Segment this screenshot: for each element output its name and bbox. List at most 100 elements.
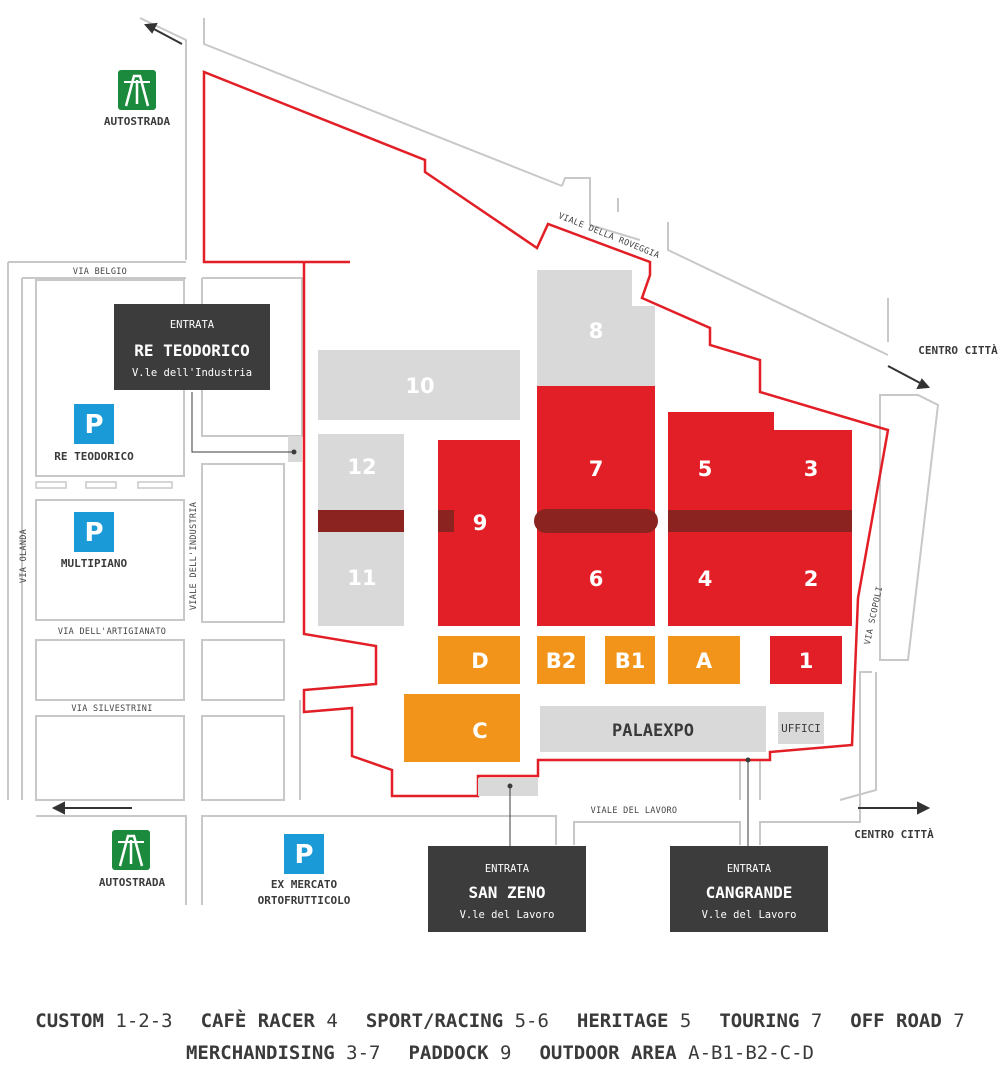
svg-text:P: P — [294, 840, 313, 870]
hall-10[interactable] — [318, 350, 520, 420]
legend-item: OFF ROAD 7 — [850, 1010, 964, 1032]
legend-category: CUSTOM — [35, 1010, 104, 1032]
legend-category: CAFÈ RACER — [200, 1010, 315, 1032]
entrance-dots — [291, 449, 751, 789]
legend-halls: A-B1-B2-C-D — [676, 1042, 814, 1064]
hall-9[interactable] — [438, 440, 520, 626]
road-label-artigianato: VIA DELL'ARTIGIANATO — [58, 627, 166, 637]
legend-category: SPORT/RACING — [365, 1010, 504, 1032]
entrance-sanzeno-street: V.le del Lavoro — [460, 909, 555, 921]
hall-7-label: 7 — [589, 457, 604, 481]
legend-halls: 4 — [314, 1010, 338, 1032]
entrance-teodorico[interactable]: ENTRATA RE TEODORICO V.le dell'Industria — [114, 304, 270, 390]
entrance-sanzeno-label: ENTRATA — [485, 863, 530, 875]
legend-item: PADDOCK 9 — [408, 1042, 511, 1064]
hall-2-label: 2 — [804, 567, 819, 591]
hall-1[interactable] — [770, 636, 842, 684]
svg-text:P: P — [84, 518, 103, 548]
entrance-sanzeno-name: SAN ZENO — [468, 883, 545, 902]
road-label-roveggia: VIALE DELLA ROVEGGIA — [557, 211, 661, 261]
hall-6-label: 6 — [589, 567, 604, 591]
road-label-silvestrini: VIA SILVESTRINI — [71, 704, 152, 714]
hall-8-label: 8 — [589, 319, 604, 343]
legend-item: HERITAGE 5 — [577, 1010, 691, 1032]
connecting-corridors — [318, 509, 852, 533]
hall-8[interactable] — [537, 270, 655, 386]
legend-item: SPORT/RACING 5-6 — [366, 1010, 549, 1032]
centro-citta-south-label: CENTRO CITTÀ — [854, 828, 934, 841]
road-label-olanda: VIA OLANDA — [19, 529, 29, 583]
legend-category: OFF ROAD — [850, 1010, 942, 1032]
highway-north[interactable]: AUTOSTRADA — [104, 70, 171, 128]
legend-halls: 5-6 — [503, 1010, 549, 1032]
hall-11-label: 11 — [347, 566, 376, 590]
entrance-stub-teodorico — [288, 436, 302, 462]
road-label-lavoro: VIALE DEL LAVORO — [591, 806, 678, 816]
hall-1-label: 1 — [799, 649, 814, 673]
parking-exmercato[interactable]: P EX MERCATO ORTOFRUTTICOLO — [258, 834, 351, 907]
parking-teodorico[interactable]: P RE TEODORICO — [54, 404, 134, 463]
outdoor-a-label: A — [696, 649, 713, 673]
hall-9-label: 9 — [473, 511, 488, 535]
legend-halls: 3-7 — [334, 1042, 381, 1064]
highway-north-label: AUTOSTRADA — [104, 115, 171, 128]
road-label-industria: VIALE DELL'INDUSTRIA — [189, 502, 199, 610]
centro-citta-north-label: CENTRO CITTÀ — [918, 344, 998, 357]
parking-icon — [74, 512, 114, 552]
legend-item: TOURING 7 — [719, 1010, 822, 1032]
highway-south[interactable]: AUTOSTRADA — [99, 830, 166, 889]
legend-item: CAFÈ RACER 4 — [201, 1010, 338, 1032]
hall-12-label: 12 — [347, 455, 376, 479]
palaexpo[interactable] — [540, 706, 766, 752]
legend-item: MERCHANDISING 3-7 — [186, 1042, 380, 1064]
legend-row-2: MERCHANDISING 3-7 PADDOCK 9 OUTDOOR AREA A… — [0, 1042, 1000, 1064]
road-label-belgio: VIA BELGIO — [73, 267, 127, 277]
parking-teodorico-label: RE TEODORICO — [54, 450, 134, 463]
palaexpo-label: PALAEXPO — [612, 721, 694, 741]
hall-10-label: 10 — [405, 374, 434, 398]
entrance-teodorico-street: V.le dell'Industria — [132, 367, 252, 379]
entrance-sanzeno[interactable]: ENTRATA SAN ZENO V.le del Lavoro — [428, 846, 586, 932]
outdoor-b2[interactable] — [537, 636, 585, 684]
legend-item: OUTDOOR AREA A-B1-B2-C-D — [539, 1042, 814, 1064]
road-label-scopoli: VIA SCOPOLI — [863, 585, 885, 645]
legend-halls: 5 — [668, 1010, 692, 1032]
hall-4-label: 4 — [698, 567, 713, 591]
entrance-teodorico-label: ENTRATA — [170, 319, 215, 331]
entrance-leaders — [191, 392, 749, 846]
outdoor-a[interactable] — [668, 636, 740, 684]
outdoor-d-label: D — [471, 649, 488, 673]
fair-map: 10 12 11 8 9 7 6 5 4 3 2 1 D B2 B1 A C P… — [7, 17, 998, 932]
hall-7-6[interactable] — [537, 386, 655, 626]
entrance-cangrande-label: ENTRATA — [727, 863, 772, 875]
legend-halls: 1-2-3 — [103, 1010, 173, 1032]
legend-category: PADDOCK — [408, 1042, 489, 1064]
uffici-label: UFFICI — [781, 722, 821, 735]
legend-item: CUSTOM 1-2-3 — [35, 1010, 172, 1032]
outdoor-c[interactable] — [404, 694, 520, 762]
parking-exmercato-label: EX MERCATO — [271, 878, 338, 891]
parking-icon — [284, 834, 324, 874]
hall-5-label: 5 — [698, 457, 713, 481]
outdoor-c-label: C — [472, 719, 487, 743]
outdoor-b1-label: B1 — [615, 649, 646, 673]
hall-3-label: 3 — [804, 457, 819, 481]
parking-multipiano[interactable]: P MULTIPIANO — [61, 512, 128, 570]
outdoor-b2-label: B2 — [546, 649, 577, 673]
parking-icon — [74, 404, 114, 444]
fairground-perimeter — [202, 70, 890, 798]
legend-row-1: CUSTOM 1-2-3 CAFÈ RACER 4 SPORT/RACING 5-6… — [0, 1010, 1000, 1032]
outdoor-b1[interactable] — [605, 636, 655, 684]
svg-text:P: P — [84, 410, 103, 440]
entrance-cangrande-name: CANGRANDE — [706, 883, 793, 902]
uffici[interactable] — [778, 712, 824, 744]
legend-category: TOURING — [719, 1010, 800, 1032]
entrance-cangrande-street: V.le del Lavoro — [702, 909, 797, 921]
entrance-teodorico-name: RE TEODORICO — [134, 341, 250, 360]
legend-category: HERITAGE — [576, 1010, 669, 1032]
entrance-cangrande[interactable]: ENTRATA CANGRANDE V.le del Lavoro — [670, 846, 828, 932]
outdoor-d[interactable] — [438, 636, 520, 684]
parking-exmercato-label-2: ORTOFRUTTICOLO — [258, 894, 351, 907]
direction-arrows — [51, 22, 931, 815]
road-network — [7, 17, 940, 905]
